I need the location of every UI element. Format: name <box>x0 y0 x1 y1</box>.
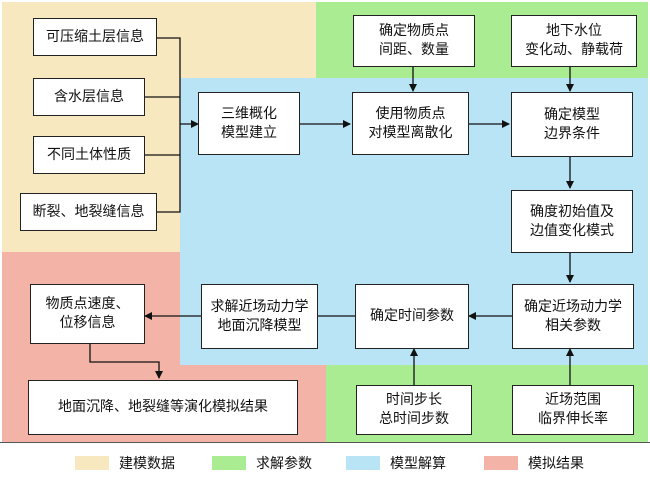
box-time-params: 确定时间参数 <box>355 284 469 349</box>
box-boundary: 确定模型 边界条件 <box>511 92 633 157</box>
legend-item-modeling-data: 建模数据 <box>75 453 175 473</box>
legend-item-solve-params: 求解参数 <box>212 453 312 473</box>
legend-label: 建模数据 <box>119 456 175 472</box>
box-discretize: 使用物质点 对模型离散化 <box>352 92 469 155</box>
box-fault-fissure: 断裂、地裂缝信息 <box>20 193 157 231</box>
box-time-step: 时间步长 总时间步数 <box>356 385 472 435</box>
box-initial-values: 确度初始值及 边值变化模式 <box>511 190 633 253</box>
legend-swatch <box>346 456 380 470</box>
box-simulation-result: 地面沉降、地裂缝等演化模拟结果 <box>28 380 298 435</box>
box-solve-model: 求解近场动力学 地面沉降模型 <box>201 284 318 349</box>
legend-label: 求解参数 <box>256 456 312 472</box>
box-horizon: 近场范围 临界伸长率 <box>512 385 634 435</box>
box-soil-properties: 不同土体性质 <box>33 136 145 174</box>
box-velocity-displacement: 物质点速度、 位移信息 <box>30 284 145 344</box>
box-groundwater: 地下水位 变化动、静载荷 <box>511 15 637 67</box>
legend-swatch <box>212 456 246 470</box>
box-model-3d: 三维概化 模型建立 <box>198 92 300 155</box>
legend-label: 模型解算 <box>390 456 446 472</box>
legend-swatch <box>484 456 518 470</box>
legend-item-sim-results: 模拟结果 <box>484 453 584 473</box>
legend-swatch <box>75 456 109 470</box>
region-baseline <box>0 442 650 443</box>
legend-item-model-solve: 模型解算 <box>346 453 446 473</box>
legend-label: 模拟结果 <box>528 456 584 472</box>
box-aquifer: 含水层信息 <box>33 78 145 116</box>
box-peridynamic-params: 确定近场动力学 相关参数 <box>512 284 634 349</box>
box-particle-spacing: 确定物质点 间距、数量 <box>353 15 475 67</box>
box-compressible-soil: 可压缩土层信息 <box>33 18 157 56</box>
